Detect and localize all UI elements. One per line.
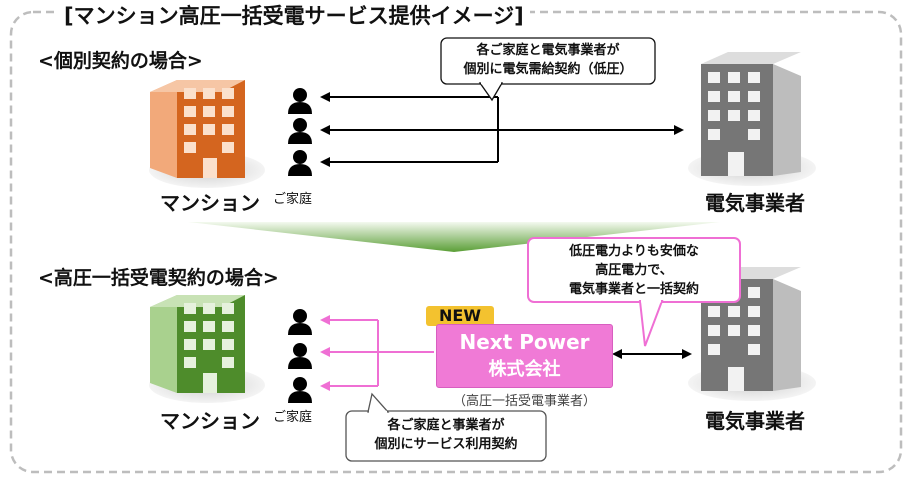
company-role-note: （高圧一括受電事業者） [452,394,596,409]
callout-service-text: 各ご家庭と事業者が 個別にサービス利用契約 [346,416,546,454]
next-power-box: Next Power 株式会社 [436,324,613,388]
callout-service-line1: 各ご家庭と事業者が [387,418,505,433]
label-mansion-top: マンション [160,191,260,215]
transition-arrow [188,222,720,252]
company-name-line1: Next Power [459,330,590,354]
diagram-title: [マンション高圧一括受電サービス提供イメージ] [58,0,530,30]
callout-service-contract [345,392,547,462]
service-contract-arrows [320,315,434,391]
callout-bulk-text: 低圧電力よりも安価な 高圧電力で、 電気事業者と一括契約 [528,242,740,299]
callout-individual-text: 各ご家庭と電気事業者が 個別に電気需給契約（低圧） [441,41,655,79]
callout-service-line2: 個別にサービス利用契約 [374,437,518,452]
callout-bulk-line3: 電気事業者と一括契約 [568,282,699,297]
label-household-bottom: ご家庭 [273,410,313,425]
orange-mansion-building [149,80,265,188]
callout-individual-line2: 個別に電気需給契約（低圧） [463,62,633,77]
callout-bulk-line1: 低圧電力よりも安価な [569,244,699,259]
new-badge: NEW [426,306,494,326]
callout-bulk-contract [527,237,741,347]
label-mansion-bottom: マンション [160,409,260,433]
household-people-top [288,88,312,176]
heading-bulk-contract: <高圧一括受電契約の場合> [38,267,279,289]
household-people-bottom [288,309,312,403]
label-household-top: ご家庭 [273,192,313,207]
callout-individual-line1: 各ご家庭と電気事業者が [476,43,620,58]
green-mansion-building [149,295,265,403]
label-supplier-bottom: 電気事業者 [705,409,805,433]
label-supplier-top: 電気事業者 [705,191,805,215]
gray-supplier-building-top [688,52,816,186]
heading-individual-contract: <個別契約の場合> [38,50,203,72]
company-name-line2: 株式会社 [488,359,561,380]
callout-bulk-line2: 高圧電力で、 [595,263,673,278]
callout-individual-contract [440,37,656,102]
individual-contract-arrows [320,92,684,167]
